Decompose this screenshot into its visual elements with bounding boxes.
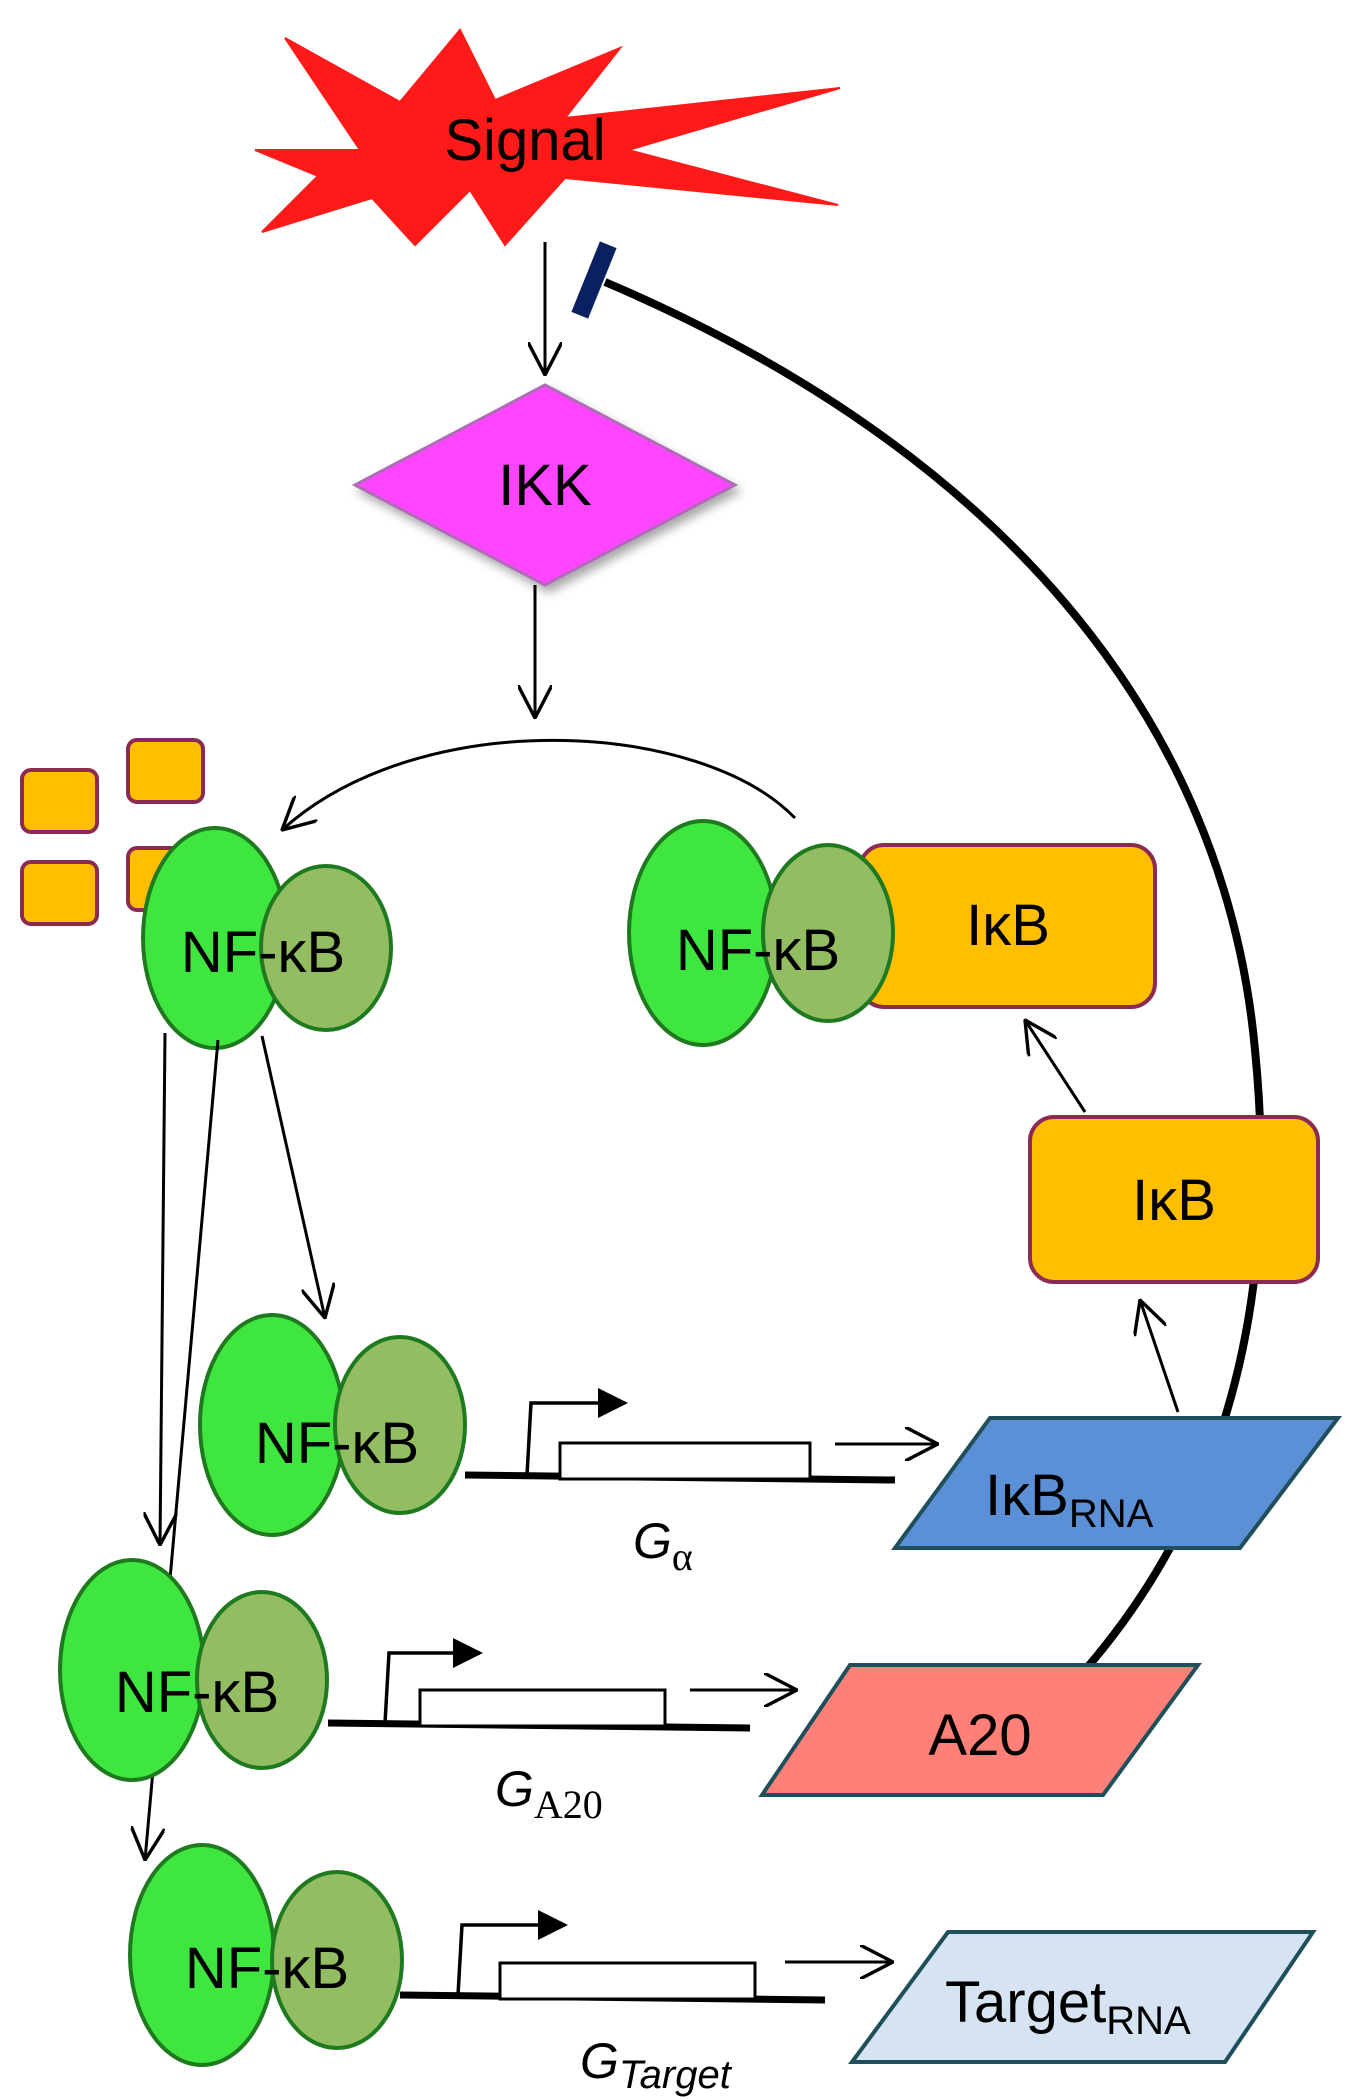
gene-target-label: GTarget [580,2033,733,2097]
a20-inhibition-bar [571,241,617,319]
nfkb-to-ga20-arrow [160,1032,165,1545]
promoter-arrow [456,1910,568,1996]
ikb-rna-label: IκBRNA [985,1463,1154,1536]
ikb-binding-arrow [1025,1020,1087,1113]
promoter-arrow [383,1638,483,1724]
ikb-rna-sub: RNA [1069,1492,1154,1536]
nfkb-label: NF-κB [181,920,345,985]
nfkb-label: NF-κB [185,1936,349,2001]
ikb-free-label: IκB [1132,1168,1216,1233]
target-rna-label: TargetRNA [945,1970,1191,2043]
nfkb-subunit-dark [333,1335,467,1515]
nfkb-label: NF-κB [115,1660,279,1725]
nfkb-subunit-dark [195,1590,329,1770]
a20-label: A20 [928,1703,1031,1768]
gene-box [418,1688,667,1728]
ikb-fragment [20,860,99,926]
a20-shape [758,1663,1202,1797]
translation-arrow [1140,1300,1180,1413]
gene-a20-label: GA20 [495,1761,603,1827]
gene-subscript: A20 [534,1782,603,1827]
nfkb-free: NF-κB [141,826,393,1050]
gene-a20-row: NF-κB GA20 [58,1558,797,1827]
gene-box [498,1961,757,2001]
ikk-label: IKK [498,453,592,518]
target-rna-sub: RNA [1106,1999,1191,2043]
promoter-arrow [525,1388,628,1476]
nfkb-subunit-dark [270,1870,404,2050]
gene-letter: G [495,1761,534,1817]
nfkb-label: NF-κB [676,918,840,983]
ikb-fragment [126,738,205,804]
ikb-rna-shape [891,1416,1343,1550]
nfkb-subunit-dark [259,864,393,1032]
ikb-fragment [20,768,99,834]
ikb-bound-label: IκB [966,893,1050,958]
ikb-free-box [1028,1115,1320,1284]
ikb-rna-main: IκB [985,1463,1069,1528]
nfkb-label: NF-κB [255,1411,419,1476]
gene-target-row: NF-κB GTarget [128,1843,893,2097]
nfkb-ikb-complex: IκB NF-κB [627,819,1157,1047]
gene-box [558,1441,812,1481]
target-rna-shape [848,1930,1317,2064]
nfkb-subunit-dark [761,843,895,1023]
signal-label: Signal [444,108,605,173]
gene-alpha-row: NF-κB Gα [198,1313,938,1579]
signal-burst [254,28,841,247]
degradation-arc-arrow [282,738,797,830]
target-rna-main: Target [945,1970,1106,2035]
gene-subscript: Target [619,2053,733,2097]
gene-letter: G [580,2033,619,2089]
gene-subscript: α [672,1534,693,1579]
gene-alpha-label: Gα [633,1513,693,1579]
ikk-diamond [351,383,739,587]
nfkb-to-galpha-arrow [260,1035,325,1318]
gene-letter: G [633,1513,672,1569]
